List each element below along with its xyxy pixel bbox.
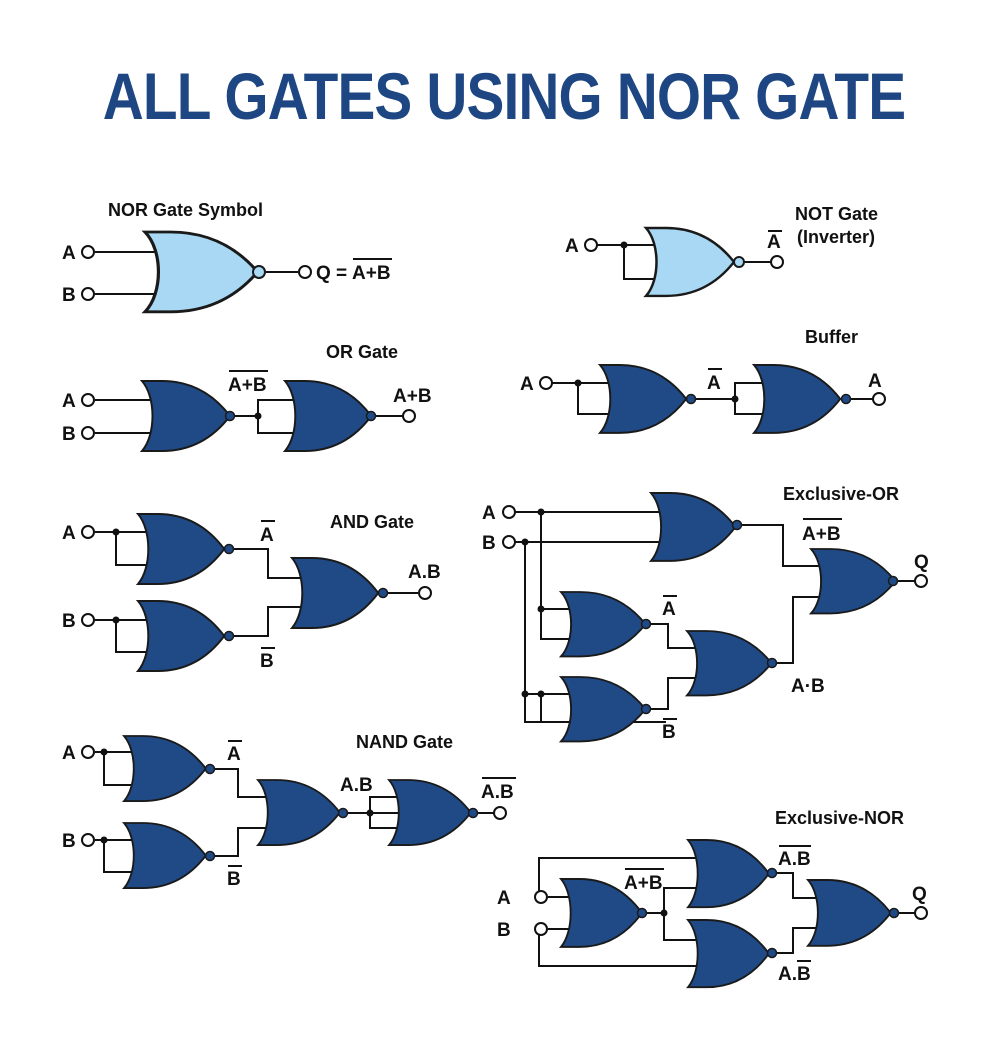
or-input-b-terminal <box>81 426 95 440</box>
buffer-section: Buffer A A A <box>520 327 886 434</box>
input-a-terminal <box>81 245 95 259</box>
nand-not-gate-output <box>388 779 472 847</box>
xor-not-gate-a <box>560 591 647 658</box>
xor-nor-gate-top <box>650 492 737 562</box>
buffer-nor-gate-1 <box>599 364 688 434</box>
xor-output-label: Q <box>914 552 929 573</box>
and-not-a-label: A <box>260 525 274 546</box>
and-input-b-label: B <box>62 611 76 632</box>
nand-not-gate-b <box>123 822 207 890</box>
xor-not-gate-b <box>560 676 647 743</box>
and-output-terminal <box>418 586 432 600</box>
nand-and-label: A.B <box>340 775 373 796</box>
not-output-terminal <box>770 255 784 269</box>
and-input-a-label: A <box>62 523 76 544</box>
or-gate-title: OR Gate <box>326 342 398 362</box>
xor-input-a-label: A <box>482 503 496 524</box>
or-nor-gate-1 <box>141 380 231 452</box>
or-intermediate-label: A+B <box>228 375 267 396</box>
nand-not-b-label: B <box>227 869 241 890</box>
xor-nor-gate-final <box>810 548 897 615</box>
not-gate-subtitle: (Inverter) <box>797 227 875 247</box>
or-input-a-terminal <box>81 393 95 407</box>
xnor-bottom-output-label: A.B <box>778 964 811 985</box>
nor-symbol-title: NOR Gate Symbol <box>108 200 263 220</box>
buffer-title: Buffer <box>805 327 858 347</box>
and-nor-gate <box>291 557 380 629</box>
and-input-b-terminal <box>81 613 95 627</box>
xnor-title: Exclusive-NOR <box>775 808 904 828</box>
xor-not-a-label: A <box>662 599 676 620</box>
xor-not-b-label: B <box>662 722 676 743</box>
nand-input-b-label: B <box>62 831 76 852</box>
and-gate-title: AND Gate <box>330 512 414 532</box>
xnor-input-a-terminal <box>534 890 548 904</box>
page-title: ALL GATES USING NOR GATE <box>102 59 906 133</box>
and-output-label: A.B <box>408 562 441 583</box>
xor-and-output-label: A·B <box>791 676 825 697</box>
not-input-terminal <box>584 238 598 252</box>
nand-gate-title: NAND Gate <box>356 732 453 752</box>
nand-output-label: A.B <box>481 782 514 803</box>
xor-nor-output-label: A+B <box>802 524 841 545</box>
nand-input-a-terminal <box>81 745 95 759</box>
xnor-nor-gate-bottom <box>687 919 770 989</box>
not-output-label: A <box>767 232 781 253</box>
nand-not-a-label: A <box>227 744 241 765</box>
xor-output-terminal <box>914 574 928 588</box>
nand-input-a-label: A <box>62 743 76 764</box>
buffer-input-terminal <box>539 376 553 390</box>
and-not-gate-b <box>137 600 226 672</box>
buffer-input-label: A <box>520 374 534 395</box>
or-gate-section: OR Gate A B A+B A+B <box>62 342 432 452</box>
nand-nor-gate <box>257 779 341 847</box>
nand-not-gate-a <box>123 735 207 803</box>
nand-output-terminal <box>493 806 507 820</box>
output-terminal <box>298 265 312 279</box>
input-b-terminal <box>81 287 95 301</box>
xor-section: Exclusive-OR A B <box>482 484 929 743</box>
not-gate-title: NOT Gate <box>795 204 878 224</box>
xnor-nor-gate-final <box>807 879 892 947</box>
and-gate-section: AND Gate A B A B A.B <box>62 512 441 672</box>
nand-gate-section: NAND Gate A B A B A.B A.B <box>62 732 516 890</box>
or-input-a-label: A <box>62 391 76 412</box>
xnor-section: Exclusive-NOR A B A+B A.B A.B <box>497 808 928 989</box>
and-not-b-label: B <box>260 651 274 672</box>
xnor-nor-gate-top <box>687 839 770 909</box>
nand-input-b-terminal <box>81 833 95 847</box>
or-input-b-label: B <box>62 424 76 445</box>
xnor-output-label: Q <box>912 884 927 905</box>
or-nor-gate-2 <box>284 380 373 452</box>
xnor-input-b-terminal <box>534 922 548 936</box>
buffer-intermediate-label: A <box>707 373 721 394</box>
not-gate-section: NOT Gate (Inverter) A A <box>565 204 878 298</box>
nor-gate-symbol <box>143 230 260 314</box>
buffer-output-terminal <box>872 392 886 406</box>
buffer-nor-gate-2 <box>753 364 842 434</box>
not-input-label: A <box>565 236 579 257</box>
xor-input-a-terminal <box>502 505 516 519</box>
xor-nor-gate-middle <box>686 630 773 697</box>
xnor-nor-output-label: A+B <box>624 873 663 894</box>
xor-title: Exclusive-OR <box>783 484 899 504</box>
output-expression-label: A+B <box>352 263 391 284</box>
input-b-label: B <box>62 285 76 306</box>
xnor-input-b-label: B <box>497 920 511 941</box>
or-output-terminal <box>402 409 416 423</box>
xor-input-b-label: B <box>482 533 496 554</box>
output-prefix-label: Q = <box>316 263 347 284</box>
input-a-label: A <box>62 243 76 264</box>
xnor-input-a-label: A <box>497 888 511 909</box>
xnor-top-output-label: A.B <box>778 849 811 870</box>
xnor-output-terminal <box>914 906 928 920</box>
nor-symbol-section: NOR Gate Symbol A B Q = A+B <box>62 200 392 314</box>
and-not-gate-a <box>137 513 226 585</box>
buffer-output-label: A <box>868 371 882 392</box>
or-output-label: A+B <box>393 386 432 407</box>
not-nor-gate <box>644 226 736 298</box>
and-input-a-terminal <box>81 525 95 539</box>
xor-input-b-terminal <box>502 535 516 549</box>
